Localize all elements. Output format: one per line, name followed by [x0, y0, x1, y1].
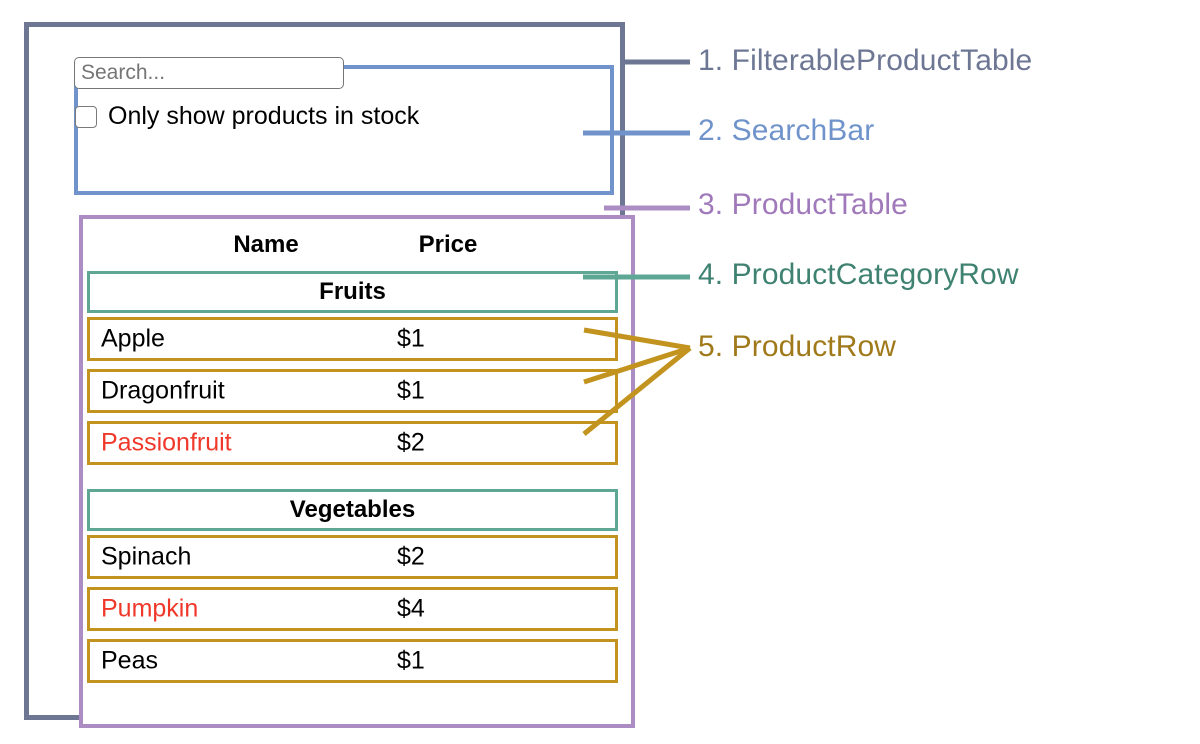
- product-name: Dragonfruit: [101, 376, 225, 405]
- legend-label-product-category-row: 4. ProductCategoryRow: [698, 258, 1019, 291]
- legend-label-search-bar: 2. SearchBar: [698, 114, 875, 147]
- product-name: Passionfruit: [101, 428, 232, 457]
- product-price: $1: [397, 376, 425, 405]
- column-header-name: Name: [233, 231, 299, 258]
- product-price: $1: [397, 646, 425, 675]
- product-row-apple: Apple $1: [87, 317, 618, 361]
- product-row-passionfruit: Passionfruit $2: [87, 421, 618, 465]
- product-name: Pumpkin: [101, 594, 199, 623]
- category-label: Vegetables: [289, 496, 416, 523]
- legend-label-product-table: 3. ProductTable: [698, 188, 908, 221]
- column-header-price: Price: [418, 231, 478, 258]
- legend-label-product-row: 5. ProductRow: [698, 330, 897, 363]
- product-row-pumpkin: Pumpkin $4: [87, 587, 618, 631]
- product-name: Apple: [101, 324, 165, 353]
- in-stock-checkbox-label: Only show products in stock: [108, 102, 420, 130]
- filterable-product-table-frame: Only show products in stock Name Price F…: [24, 22, 635, 728]
- product-name: Peas: [101, 646, 158, 675]
- product-category-row-vegetables: Vegetables: [87, 489, 618, 531]
- product-row-peas: Peas $1: [87, 639, 618, 683]
- legend-label-filterable-product-table: 1. FilterableProductTable: [698, 44, 1033, 77]
- in-stock-filter-row[interactable]: Only show products in stock: [75, 102, 419, 131]
- product-row-spinach: Spinach $2: [87, 535, 618, 579]
- category-label: Fruits: [319, 278, 386, 305]
- product-price: $2: [397, 428, 425, 457]
- in-stock-checkbox[interactable]: [75, 105, 97, 128]
- search-input[interactable]: [74, 57, 344, 89]
- product-table-body: Name Price Fruits Apple $1 Dragonfruit $…: [83, 219, 631, 724]
- product-price: $2: [397, 542, 425, 571]
- product-price: $4: [397, 594, 425, 623]
- product-price: $1: [397, 324, 425, 353]
- product-row-dragonfruit: Dragonfruit $1: [87, 369, 618, 413]
- product-table-frame: Name Price Fruits Apple $1 Dragonfruit $…: [79, 215, 635, 728]
- product-category-row-fruits: Fruits: [87, 271, 618, 313]
- product-name: Spinach: [101, 542, 192, 571]
